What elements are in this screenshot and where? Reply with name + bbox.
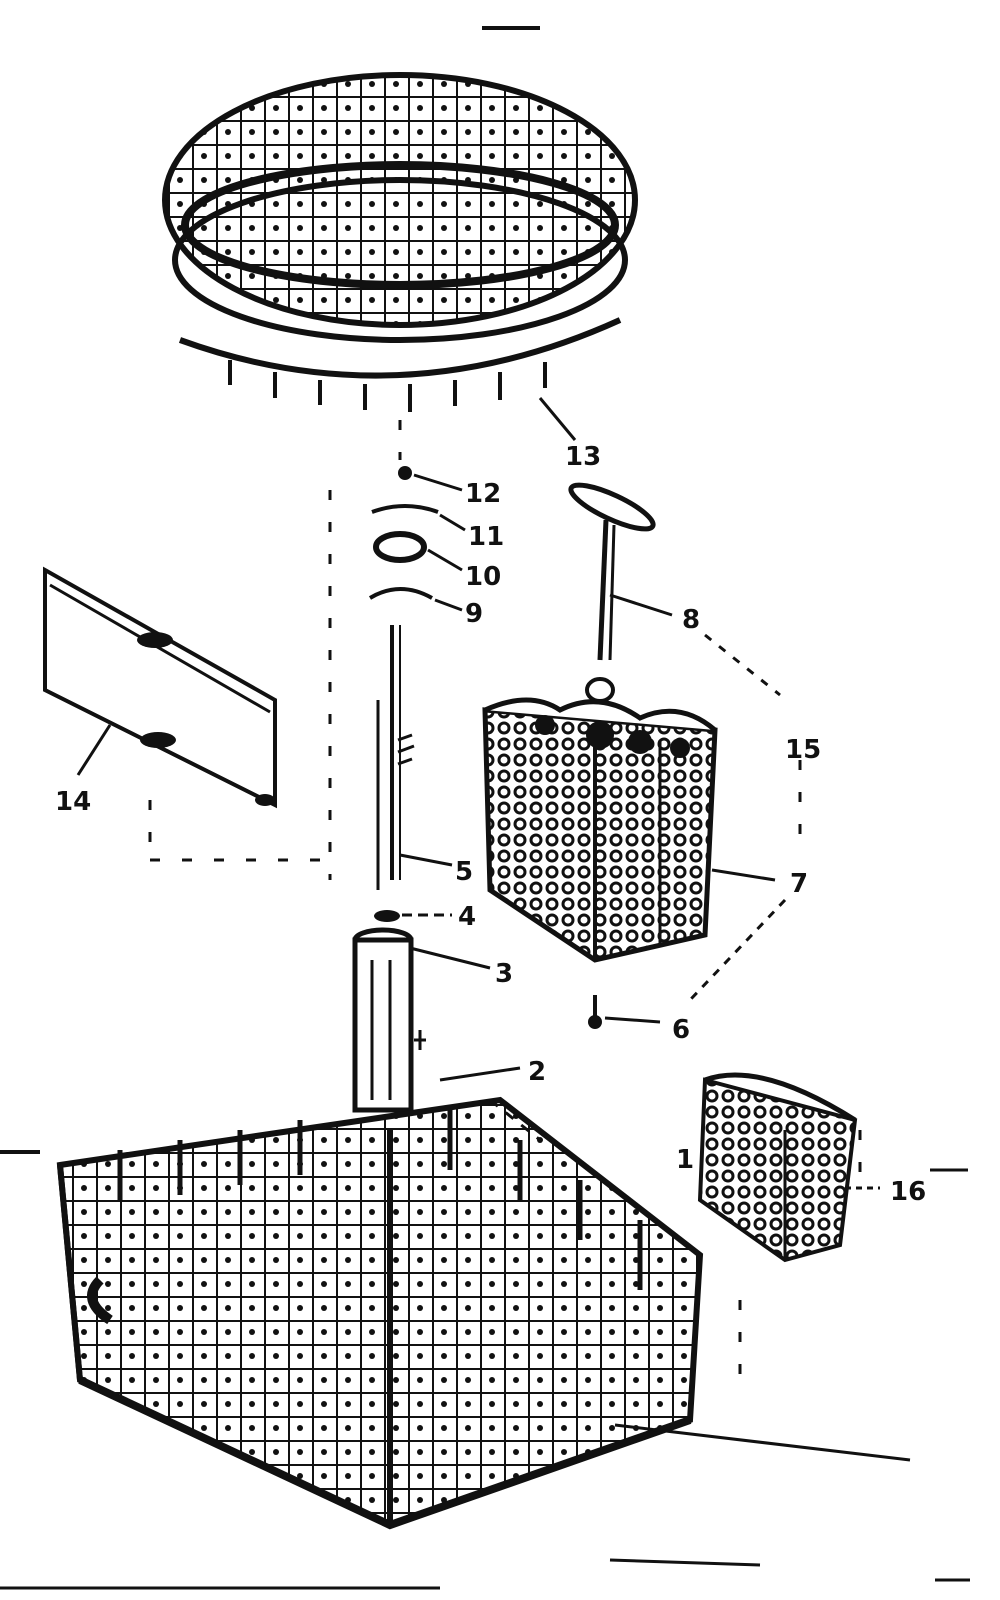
washer-4	[374, 910, 400, 922]
leader-3	[409, 946, 491, 970]
leader-8	[609, 593, 673, 617]
callout-5: 5	[455, 857, 473, 887]
callout-14: 14	[55, 787, 91, 817]
lower-rack	[56, 1096, 704, 1530]
callout-13a: 13	[565, 442, 601, 472]
center-column	[352, 927, 426, 1113]
leader-13a	[538, 397, 577, 441]
leader-5	[399, 853, 453, 867]
shield-panel	[43, 566, 277, 809]
spray-tube	[376, 625, 415, 890]
silverware-basket	[482, 697, 718, 963]
callout-10: 10	[465, 562, 501, 592]
leader-14	[76, 724, 112, 776]
callout-15: 15	[785, 735, 821, 765]
callout-12: 12	[465, 479, 501, 509]
callout-4: 4	[458, 902, 476, 932]
callout-9: 9	[465, 599, 483, 629]
leader-7	[711, 868, 776, 882]
screw-6	[588, 995, 602, 1029]
leader-6	[604, 1016, 661, 1024]
leader-15	[704, 633, 781, 697]
small-basket	[697, 1072, 858, 1263]
upper-rack	[162, 72, 638, 412]
callouts: 13 12 11 10 9 8 15 14 5 4 3 7 6 2 1 16	[55, 442, 926, 1207]
leader-lower-rack	[614, 1423, 911, 1462]
callout-6: 6	[672, 1015, 690, 1045]
callout-7: 7	[790, 869, 808, 899]
bottom-mark	[609, 1558, 761, 1567]
leader-2	[439, 1066, 521, 1082]
callout-11: 11	[468, 522, 504, 552]
callout-8: 8	[682, 605, 700, 635]
callout-2: 2	[528, 1057, 546, 1087]
hub-parts	[368, 466, 439, 600]
leaders-hub	[413, 473, 466, 612]
callout-16: 16	[890, 1177, 926, 1207]
callout-3: 3	[495, 959, 513, 989]
basket-handle	[568, 482, 656, 703]
callout-1: 1	[676, 1145, 694, 1175]
leader-6-dash	[688, 898, 787, 1002]
